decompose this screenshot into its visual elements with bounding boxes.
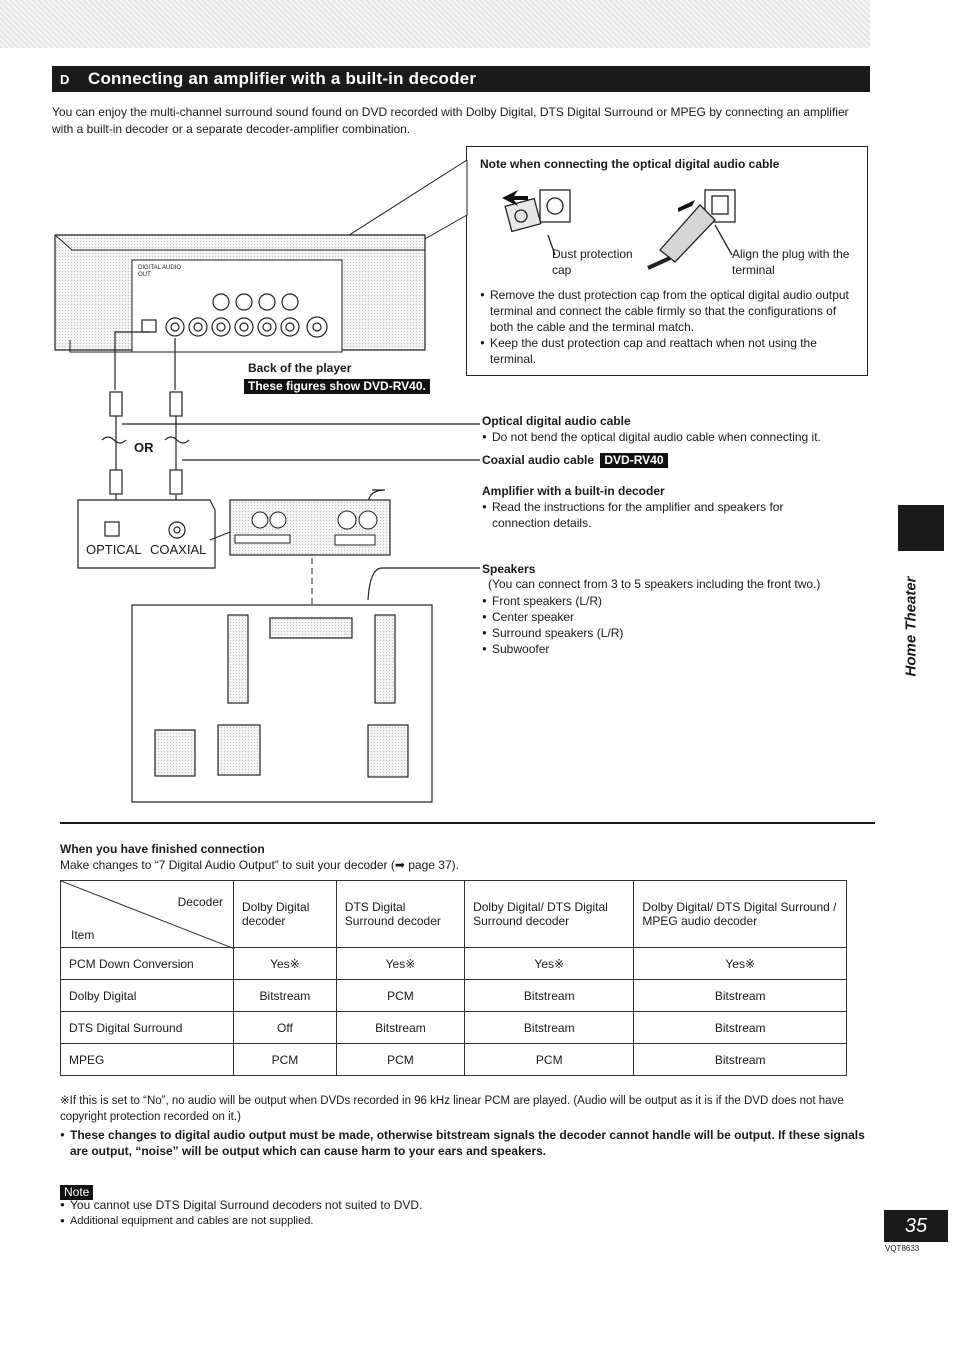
amplifier-bullets: Read the instructions for the amplifier … xyxy=(482,499,842,531)
finished-text: Make changes to “7 Digital Audio Output”… xyxy=(60,858,459,872)
optical-cable-bullets: Do not bend the optical digital audio ca… xyxy=(482,429,862,445)
note-bullet: Additional equipment and cables are not … xyxy=(60,1213,660,1229)
table-cell: Bitstream xyxy=(335,1011,466,1044)
coaxial-cable-badge: DVD-RV40 xyxy=(600,453,668,468)
table-cell: PCM xyxy=(233,1043,337,1076)
panel-label: DIGITAL AUDIO OUT xyxy=(138,265,182,278)
table-cell: Yes※ xyxy=(464,947,635,980)
decoder-table: Decoder Item Dolby Digital decoder DTS D… xyxy=(60,880,847,1076)
coaxial-terminal-label: COAXIAL xyxy=(150,542,207,557)
table-row-item: Dolby Digital xyxy=(60,979,234,1012)
align-plug-label: Align the plug with the terminal xyxy=(732,247,850,277)
side-tab-label: Home Theater xyxy=(896,556,926,696)
header-band xyxy=(0,0,870,48)
table-row-item: MPEG xyxy=(60,1043,234,1076)
optical-plug-illustration xyxy=(502,189,736,270)
connection-diagram xyxy=(54,160,480,803)
optical-note-bullet: Remove the dust protection cap from the … xyxy=(480,287,855,335)
warning: These changes to digital audio output mu… xyxy=(60,1127,880,1159)
table-cell: PCM xyxy=(464,1043,635,1076)
coaxial-cable-title: Coaxial audio cable DVD-RV40 xyxy=(482,452,668,468)
optical-note-bullet: Keep the dust protection cap and reattac… xyxy=(480,335,855,367)
table-cell: Bitstream xyxy=(633,979,847,1012)
optical-terminal-label: OPTICAL xyxy=(86,542,142,557)
table-row: Dolby Digital Bitstream PCM Bitstream Bi… xyxy=(60,979,847,1012)
side-tab-text: Home Theater xyxy=(902,575,920,677)
corner-decoder: Decoder xyxy=(177,895,223,909)
finished-title: When you have finished connection xyxy=(60,842,265,856)
table-column-header: Dolby Digital decoder xyxy=(233,880,337,948)
figures-badge-text: These figures show DVD-RV40. xyxy=(244,379,430,394)
optical-note-bullets: Remove the dust protection cap from the … xyxy=(480,287,855,367)
table-cell: PCM xyxy=(335,979,466,1012)
section-intro: You can enjoy the multi-channel surround… xyxy=(52,105,849,136)
section-divider xyxy=(60,822,875,824)
table-column-header: Dolby Digital/ DTS Digital Surround deco… xyxy=(464,880,635,948)
page-number-box: 35 xyxy=(884,1210,948,1242)
section-letter: D xyxy=(60,71,70,87)
table-row: PCM Down Conversion Yes※ Yes※ Yes※ Yes※ xyxy=(60,947,847,980)
table-row-item: DTS Digital Surround xyxy=(60,1011,234,1044)
corner-item: Item xyxy=(71,928,95,942)
speaker-bullet: Front speakers (L/R) xyxy=(482,593,782,609)
table-cell: Off xyxy=(233,1011,337,1044)
note-bullets: You cannot use DTS Digital Surround deco… xyxy=(60,1197,660,1229)
speaker-bullet: Surround speakers (L/R) xyxy=(482,625,782,641)
speakers-note: (You can connect from 3 to 5 speakers in… xyxy=(488,577,821,591)
table-row-item: PCM Down Conversion xyxy=(60,947,234,980)
optical-cable-bullet: Do not bend the optical digital audio ca… xyxy=(482,429,862,445)
table-cell: Bitstream xyxy=(464,1011,635,1044)
table-cell: Bitstream xyxy=(633,1043,847,1076)
speaker-bullet: Center speaker xyxy=(482,609,782,625)
optical-cable-title: Optical digital audio cable xyxy=(482,414,631,428)
note-bullet: You cannot use DTS Digital Surround deco… xyxy=(60,1197,660,1213)
section-title-bar: D Connecting an amplifier with a built-i… xyxy=(52,66,870,92)
table-corner-cell: Decoder Item xyxy=(60,880,235,949)
player-back-label: Back of the player xyxy=(248,361,352,375)
amplifier-bullet: Read the instructions for the amplifier … xyxy=(482,499,842,531)
speakers-bullets: Front speakers (L/R) Center speaker Surr… xyxy=(482,593,782,657)
or-label: OR xyxy=(134,440,154,455)
optical-note-box xyxy=(466,146,868,376)
table-row: DTS Digital Surround Off Bitstream Bitst… xyxy=(60,1011,847,1044)
table-cell: PCM xyxy=(335,1043,466,1076)
figures-badge: These figures show DVD-RV40. xyxy=(244,377,430,395)
amplifier-title: Amplifier with a built-in decoder xyxy=(482,484,665,498)
speakers-title: Speakers xyxy=(482,562,536,576)
optical-note-title: Note when connecting the optical digital… xyxy=(480,157,780,171)
table-cell: Yes※ xyxy=(633,947,847,980)
warning-text: These changes to digital audio output mu… xyxy=(60,1127,880,1159)
table-cell: Bitstream xyxy=(633,1011,847,1044)
footnote: ※If this is set to “No”, no audio will b… xyxy=(60,1095,844,1123)
table-cell: Bitstream xyxy=(464,979,635,1012)
table-header-row: Decoder Item Dolby Digital decoder DTS D… xyxy=(60,880,847,949)
page-number: 35 xyxy=(904,1214,928,1237)
table-column-header: Dolby Digital/ DTS Digital Surround / MP… xyxy=(633,880,847,948)
speaker-bullet: Subwoofer xyxy=(482,641,782,657)
coaxial-cable-title-text: Coaxial audio cable xyxy=(482,453,595,467)
table-cell: Yes※ xyxy=(233,947,337,980)
table-cell: Bitstream xyxy=(233,979,337,1012)
table-row: MPEG PCM PCM PCM Bitstream xyxy=(60,1043,847,1076)
section-title: Connecting an amplifier with a built-in … xyxy=(88,69,477,88)
document-code: VQT8633 xyxy=(885,1244,920,1253)
corner-diagonal xyxy=(61,881,235,949)
table-cell: Yes※ xyxy=(335,947,466,980)
dust-cap-label: Dust protection cap xyxy=(552,247,633,277)
table-column-header: DTS Digital Surround decoder xyxy=(335,880,466,948)
side-tab-marker xyxy=(898,505,944,551)
